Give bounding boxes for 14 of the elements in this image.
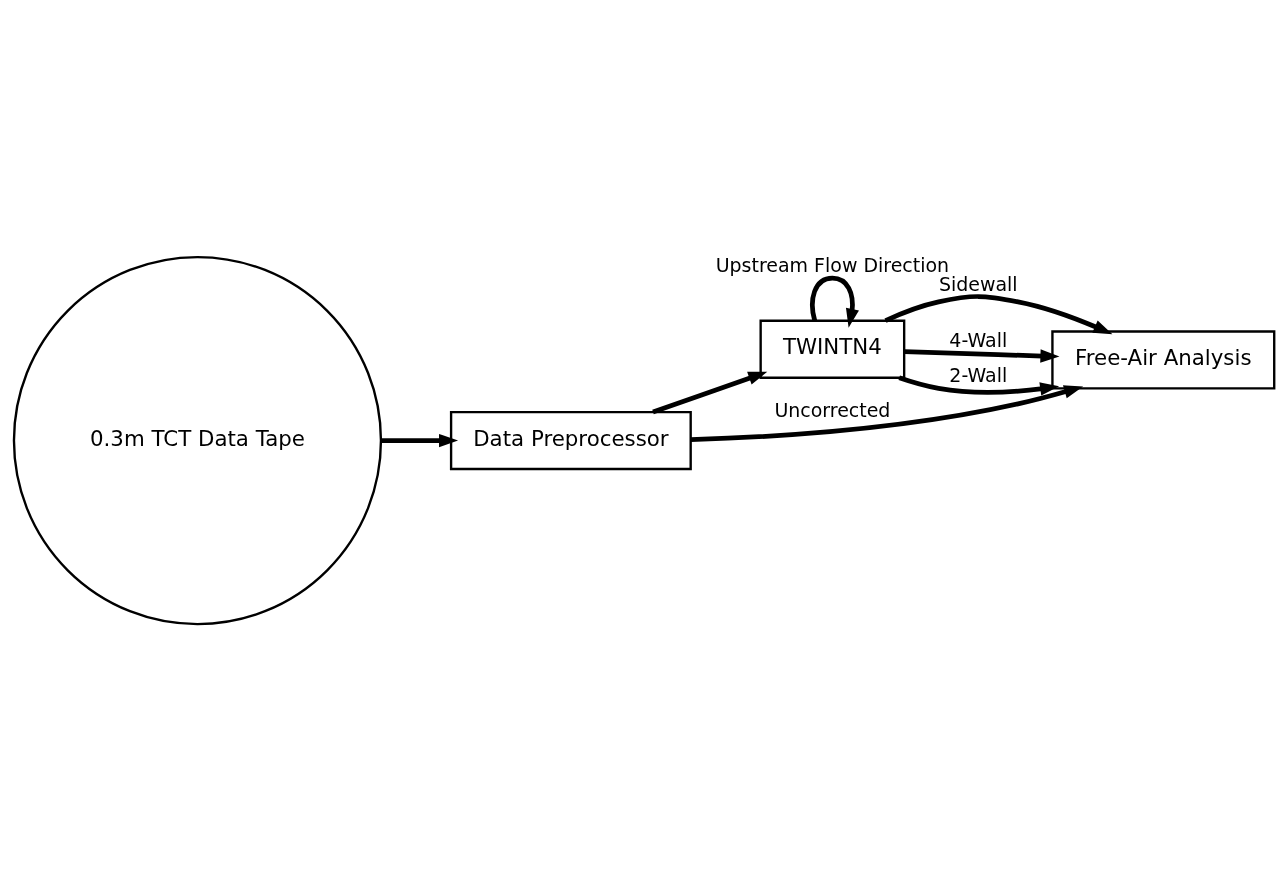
node-box: Free-Air Analysis bbox=[1051, 329, 1276, 390]
edge-label: 2-Wall bbox=[949, 363, 1008, 386]
arrow bbox=[652, 371, 768, 414]
edge-label: Uncorrected bbox=[774, 398, 891, 421]
node-box: Data Preprocessor bbox=[449, 410, 692, 470]
node-circle: 0.3m TCT Data Tape bbox=[12, 255, 383, 625]
arrow bbox=[884, 293, 1113, 334]
arrow bbox=[904, 348, 1060, 363]
node-box: TWINTN4 bbox=[759, 319, 906, 379]
arrow bbox=[810, 275, 859, 328]
arrow bbox=[898, 375, 1060, 396]
edge-label: 4-Wall bbox=[949, 328, 1008, 351]
arrow bbox=[381, 433, 459, 447]
arrow bbox=[690, 384, 1084, 442]
